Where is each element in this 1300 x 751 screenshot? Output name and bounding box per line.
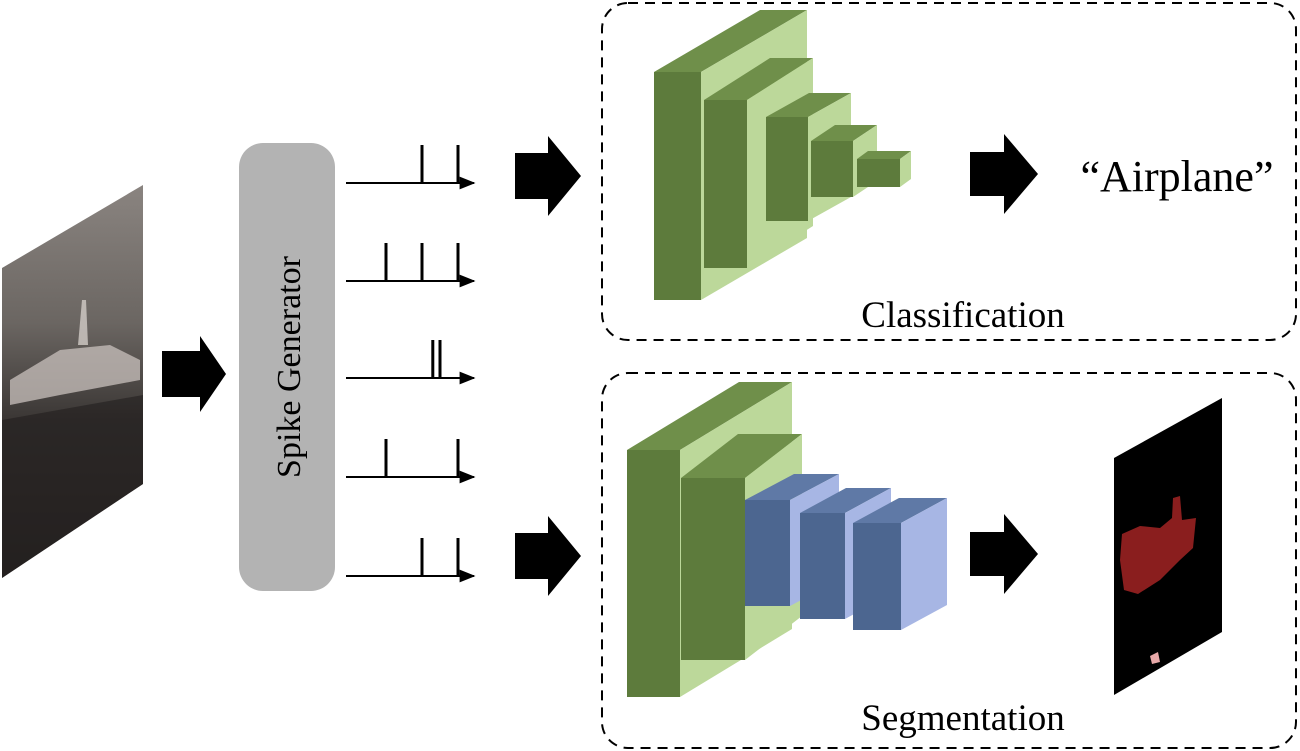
classification-network: [654, 10, 911, 300]
arrow-input-to-generator: [162, 336, 226, 412]
spike-train: [346, 145, 476, 190]
classification-label: Classification: [861, 295, 1064, 336]
spike-generator-label: Spike Generator: [271, 255, 308, 478]
arrow-to-segmentation: [515, 516, 581, 596]
arrow-to-seg-output: [970, 514, 1038, 594]
arrow-to-class-output: [970, 134, 1038, 214]
spike-train: [346, 340, 476, 385]
spike-train: [346, 243, 476, 288]
input-image: [2, 185, 143, 578]
spike-train: [346, 538, 476, 583]
spike-generator: Spike Generator: [239, 143, 335, 591]
classification-panel: “Airplane” Classification: [601, 2, 1297, 341]
class-output-label: “Airplane”: [1081, 152, 1274, 201]
segmentation-mask: [1114, 398, 1222, 695]
segmentation-label: Segmentation: [861, 698, 1064, 739]
spike-trains: [346, 145, 476, 583]
spike-train: [346, 439, 476, 484]
arrow-to-classification: [515, 136, 581, 216]
segmentation-network: [627, 382, 947, 697]
segmentation-panel: Segmentation: [601, 372, 1297, 749]
decoder-block: [853, 498, 947, 630]
conv-block: [857, 151, 911, 187]
